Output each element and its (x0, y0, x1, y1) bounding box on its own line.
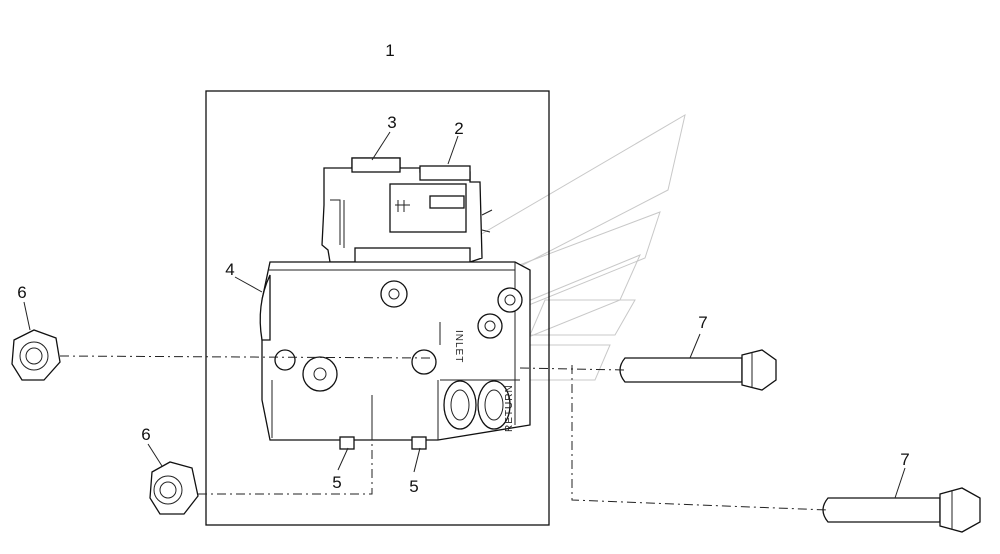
leader-6b (147, 443, 163, 467)
return-port-label: RETURN (504, 384, 515, 432)
callout-1: 1 (385, 41, 394, 60)
callout-3: 3 (387, 113, 396, 132)
callout-2: 2 (454, 119, 463, 138)
centerline-bolt-lower (571, 365, 829, 511)
bolt-upper (619, 349, 777, 391)
inlet-port-label: INLET (453, 330, 464, 363)
hex-nut-lower (149, 461, 199, 515)
callout-5b: 5 (409, 477, 418, 496)
leader-3 (371, 131, 391, 161)
callout-7a: 7 (698, 313, 707, 332)
callout-5a: 5 (332, 473, 341, 492)
bolt-lower (822, 487, 981, 533)
solenoid-valve (321, 157, 493, 271)
centerline-nut-upper (59, 355, 431, 359)
callout-4: 4 (225, 260, 234, 279)
centerline-nut-lower (198, 398, 373, 495)
leader-6a (23, 301, 31, 331)
valve-manifold-block: INLET RETURN (259, 261, 531, 450)
leader-2 (447, 135, 459, 165)
leader-5a (337, 447, 349, 471)
callout-7b: 7 (900, 450, 909, 469)
leader-4 (234, 276, 263, 293)
callout-6a: 6 (17, 283, 26, 302)
leader-7b (894, 467, 906, 499)
assembly-frame (205, 90, 550, 526)
leader-5b (413, 447, 421, 473)
callout-6b: 6 (141, 425, 150, 444)
leader-7a (689, 333, 701, 359)
hex-nut-upper (11, 329, 61, 381)
